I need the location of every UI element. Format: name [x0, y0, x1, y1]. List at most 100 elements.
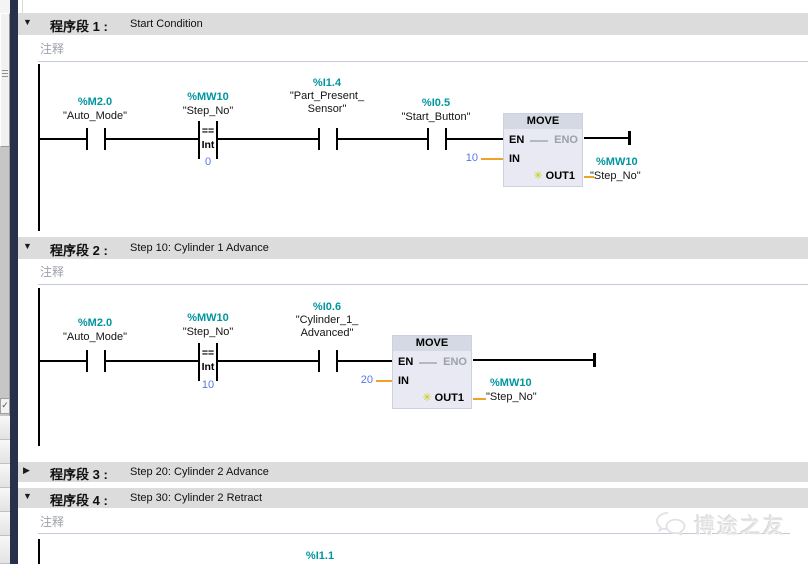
net1-compare-name[interactable]: "Step_No" — [182, 105, 234, 117]
collapse-down-icon[interactable]: ▼ — [23, 17, 32, 27]
net1-contact-auto-mode[interactable] — [86, 128, 106, 150]
net1-contact3-name[interactable]: "Start_Button" — [401, 111, 471, 123]
net1-in-constant[interactable]: 10 — [465, 152, 478, 164]
sidebar-row[interactable] — [0, 440, 10, 464]
contact-bar — [336, 350, 338, 372]
network-2-title[interactable]: Step 10: Cylinder 1 Advance — [130, 242, 269, 254]
net2-out-operand-address[interactable]: %MW10 — [490, 377, 532, 389]
network-3-title[interactable]: Step 20: Cylinder 2 Advance — [130, 466, 269, 478]
net4-contact1-address[interactable]: %I1.1 — [305, 550, 335, 562]
net2-contact2-name-line2[interactable]: Advanced" — [300, 327, 354, 339]
network-1-header[interactable]: ▼ 程序段 1 : Start Condition — [18, 13, 808, 35]
net1-contact2-address[interactable]: %I1.4 — [312, 77, 342, 89]
scrollbar-track-cap — [0, 0, 10, 13]
net2-contact1-address[interactable]: %M2.0 — [77, 317, 113, 329]
collapse-down-icon[interactable]: ▼ — [23, 491, 32, 501]
net2-compare-name[interactable]: "Step_No" — [182, 326, 234, 338]
move-en-pin[interactable]: EN — [509, 134, 525, 146]
compare-operator: == — [201, 125, 215, 137]
net1-contact2-name-line2[interactable]: Sensor" — [307, 103, 347, 115]
net2-in-constant[interactable]: 20 — [360, 374, 373, 386]
move-in-pin[interactable]: IN — [509, 153, 520, 165]
scrollbar-track[interactable] — [0, 0, 10, 564]
net1-move-block[interactable]: MOVE EN ENO IN ✳ OUT1 — [503, 113, 583, 187]
net1-out-operand-address[interactable]: %MW10 — [596, 156, 638, 168]
net1-contact-start-button[interactable] — [427, 128, 447, 150]
net2-compare-block[interactable]: == Int — [198, 343, 218, 381]
contact-bar — [104, 128, 106, 150]
net2-compare-address[interactable]: %MW10 — [187, 312, 229, 324]
net4-power-rail — [38, 539, 40, 564]
net1-compare-block[interactable]: == Int — [198, 121, 218, 159]
sidebar-row[interactable] — [0, 512, 10, 536]
move-eno-pin[interactable]: ENO — [554, 134, 578, 146]
comment-underline — [38, 61, 808, 62]
network-4-header[interactable]: ▼ 程序段 4 : Step 30: Cylinder 2 Retract — [18, 488, 808, 508]
scrollbar-thumb[interactable] — [0, 13, 10, 147]
net2-wire — [40, 360, 86, 362]
net1-compare-address[interactable]: %MW10 — [187, 91, 229, 103]
wechat-icon — [656, 512, 686, 536]
network-2-header[interactable]: ▼ 程序段 2 : Step 10: Cylinder 1 Advance — [18, 237, 808, 259]
move-in-pin[interactable]: IN — [398, 375, 409, 387]
panel-divider-bar — [10, 0, 18, 564]
net1-contact1-name[interactable]: "Auto_Mode" — [62, 110, 128, 122]
collapse-down-icon[interactable]: ▼ — [23, 241, 32, 251]
net2-out-wire — [473, 398, 486, 400]
contact-bar — [427, 128, 429, 150]
contact-bar — [445, 128, 447, 150]
sidebar-row[interactable] — [0, 536, 10, 564]
network-1-label: 程序段 1 : — [50, 19, 108, 34]
move-eno-pin[interactable]: ENO — [443, 356, 467, 368]
sidebar-row[interactable] — [0, 488, 10, 512]
watermark: 博途之友 — [655, 510, 786, 540]
net1-wire — [40, 138, 86, 140]
net1-out-operand-name[interactable]: "Step_No" — [590, 170, 641, 182]
net2-contact2-address[interactable]: %I0.6 — [312, 301, 342, 313]
move-out1-pin[interactable]: OUT1 — [434, 392, 464, 404]
compare-datatype[interactable]: Int — [201, 361, 215, 373]
collapse-right-icon[interactable]: ▶ — [23, 465, 30, 475]
net2-wire — [338, 360, 392, 362]
net1-power-rail — [38, 64, 40, 231]
net1-contact-part-present-sensor[interactable] — [318, 128, 338, 150]
checkmark-button[interactable]: ✓ — [0, 398, 10, 414]
net1-contact1-address[interactable]: %M2.0 — [77, 96, 113, 108]
net2-move-block[interactable]: MOVE EN ENO IN ✳ OUT1 — [392, 335, 472, 409]
net1-contact3-address[interactable]: %I0.5 — [421, 97, 451, 109]
net2-out-operand-name[interactable]: "Step_No" — [486, 391, 537, 403]
network-1-title[interactable]: Start Condition — [130, 18, 203, 30]
net1-compare-value[interactable]: 0 — [204, 156, 212, 168]
contact-bar — [104, 350, 106, 372]
move-out1-pin[interactable]: OUT1 — [545, 170, 575, 182]
add-output-star-icon[interactable]: ✳ — [533, 169, 543, 182]
sidebar-row[interactable] — [0, 416, 10, 440]
net2-rung-end-tick — [593, 353, 596, 367]
network-4-title[interactable]: Step 30: Cylinder 2 Retract — [130, 492, 263, 504]
add-output-star-icon[interactable]: ✳ — [422, 391, 432, 404]
network-2-comment-input[interactable]: 注释 — [40, 265, 65, 279]
net2-contact1-name[interactable]: "Auto_Mode" — [62, 331, 128, 343]
compare-datatype[interactable]: Int — [201, 139, 215, 151]
compare-operator: == — [201, 347, 215, 359]
net2-contact-auto-mode[interactable] — [86, 350, 106, 372]
net2-eno-wire — [473, 359, 595, 361]
net1-contact2-name-line1[interactable]: "Part_Present_ — [289, 90, 365, 102]
net1-rung-end-tick — [628, 131, 631, 145]
net2-power-rail — [38, 288, 40, 446]
compare-bar — [198, 343, 200, 381]
contact-bar — [318, 350, 320, 372]
net2-contact2-name-line1[interactable]: "Cylinder_1_ — [295, 314, 359, 326]
move-en-pin[interactable]: EN — [398, 356, 414, 368]
network-3-header[interactable]: ▶ 程序段 3 : Step 20: Cylinder 2 Advance — [18, 462, 808, 482]
move-block-title: MOVE — [393, 336, 471, 351]
network-2-label: 程序段 2 : — [50, 243, 108, 258]
net2-compare-value[interactable]: 10 — [201, 379, 215, 391]
network-4-comment-input[interactable]: 注释 — [40, 515, 65, 529]
net2-contact-cylinder-1-advanced[interactable] — [318, 350, 338, 372]
net1-in-wire — [481, 158, 503, 160]
network-1-comment-input[interactable]: 注释 — [40, 42, 65, 56]
sidebar-row[interactable] — [0, 464, 10, 488]
net1-eno-wire — [584, 137, 630, 139]
